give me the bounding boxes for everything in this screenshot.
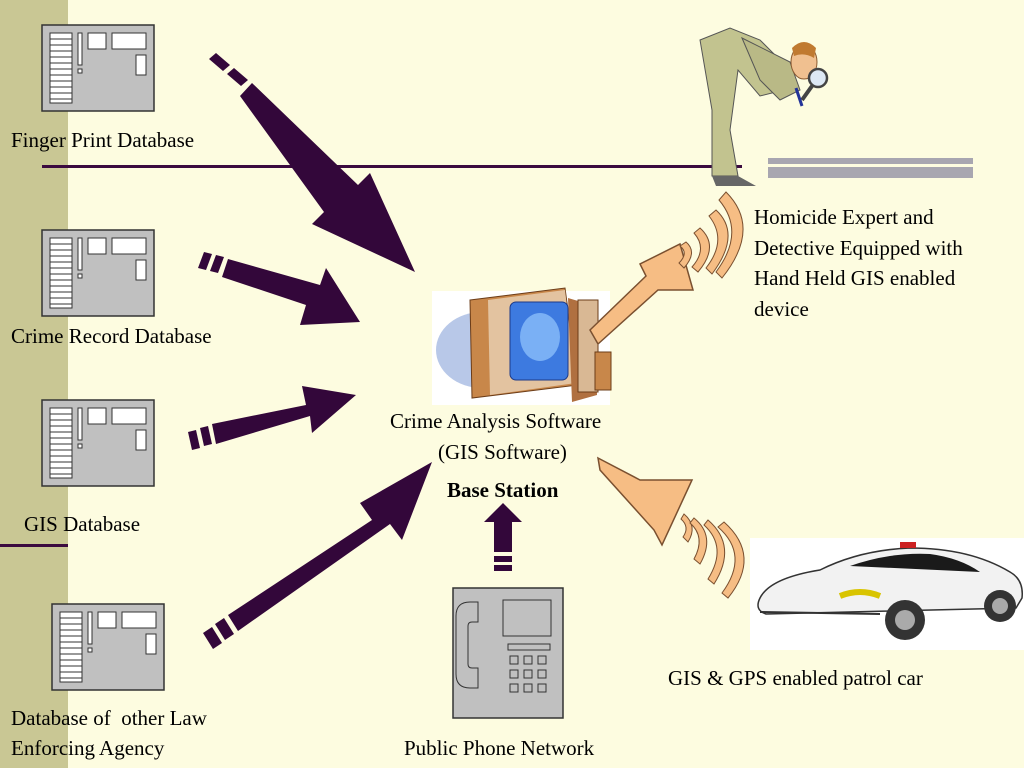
- source-label-otherdb-line2: Enforcing Agency: [11, 736, 165, 760]
- car-label: GIS & GPS enabled patrol car: [668, 666, 923, 690]
- hub-sublabel: Base Station: [447, 478, 559, 502]
- phone-label: Public Phone Network: [404, 736, 595, 760]
- hub-label-line2: (GIS Software): [438, 440, 567, 464]
- detective-magnifier-icon: [699, 27, 829, 186]
- rule-line-top: [42, 165, 742, 168]
- detective-label-line4: device: [754, 297, 809, 321]
- server-cabinet-icon: [41, 399, 155, 487]
- signal-cone-detective: [589, 191, 744, 346]
- detective-label-line1: Homicide Expert and: [754, 205, 934, 229]
- source-label-fingerprint: Finger Print Database: [11, 128, 195, 152]
- signal-cone-car: [597, 456, 745, 599]
- gray-bar: [768, 158, 973, 178]
- patrol-car-icon: [750, 538, 1024, 650]
- server-cabinet-icon: [51, 603, 165, 691]
- server-cabinet-icon: [41, 24, 155, 112]
- server-cabinet-icon: [41, 229, 155, 317]
- telephone-icon: [452, 587, 564, 719]
- arrow-otherdb-to-hub: [203, 462, 432, 649]
- arrow-fingerprint-to-hub: [209, 53, 415, 272]
- detective-label-line3: Hand Held GIS enabled: [754, 266, 956, 290]
- arrow-phone-to-hub: [484, 503, 522, 571]
- source-label-otherdb-line1: Database of other Law: [11, 706, 207, 730]
- source-label-crimerecord: Crime Record Database: [11, 324, 212, 348]
- rule-line-left: [0, 544, 68, 547]
- detective-label-line2: Detective Equipped with: [754, 236, 963, 260]
- source-label-gisdb: GIS Database: [24, 512, 141, 536]
- computer-icon: [432, 287, 612, 405]
- arrow-gisdb-to-hub: [188, 386, 356, 450]
- arrow-crimerecord-to-hub: [198, 252, 360, 325]
- hub-label-line1: Crime Analysis Software: [390, 409, 602, 433]
